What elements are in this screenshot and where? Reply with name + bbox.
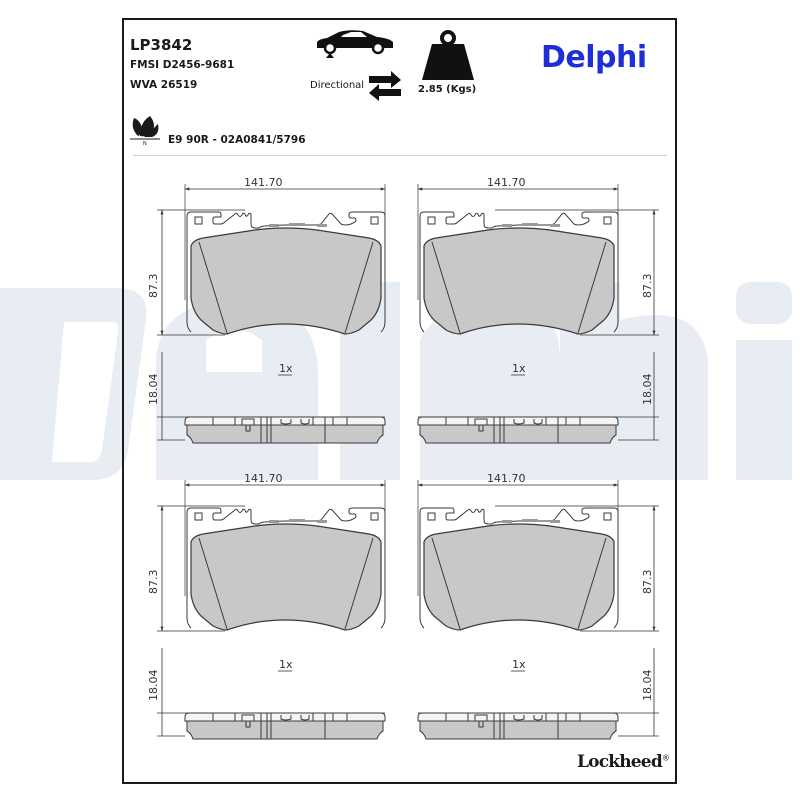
spec-sheet-frame <box>122 18 677 784</box>
svg-text:N: N <box>143 141 147 146</box>
wva-code: WVA 26519 <box>130 79 198 91</box>
eco-leaf-icon: N <box>130 116 160 146</box>
weight-icon <box>422 30 474 80</box>
delphi-logo: Delphi <box>541 40 647 75</box>
lockheed-wordmark: Lockheed <box>577 752 663 772</box>
weight-value: 2.85 (Kgs) <box>418 84 477 95</box>
ece-approval: E9 90R - 02A0841/5796 <box>168 134 306 146</box>
car-axle-icon <box>317 30 393 58</box>
header-divider <box>133 155 667 156</box>
lockheed-logo: Lockheed® <box>577 752 670 772</box>
fmsi-code: FMSI D2456-9681 <box>130 59 235 71</box>
directional-arrows-icon <box>369 71 401 101</box>
registered-mark: ® <box>661 753 670 763</box>
part-number: LP3842 <box>130 36 193 54</box>
directional-label: Directional <box>310 80 365 91</box>
